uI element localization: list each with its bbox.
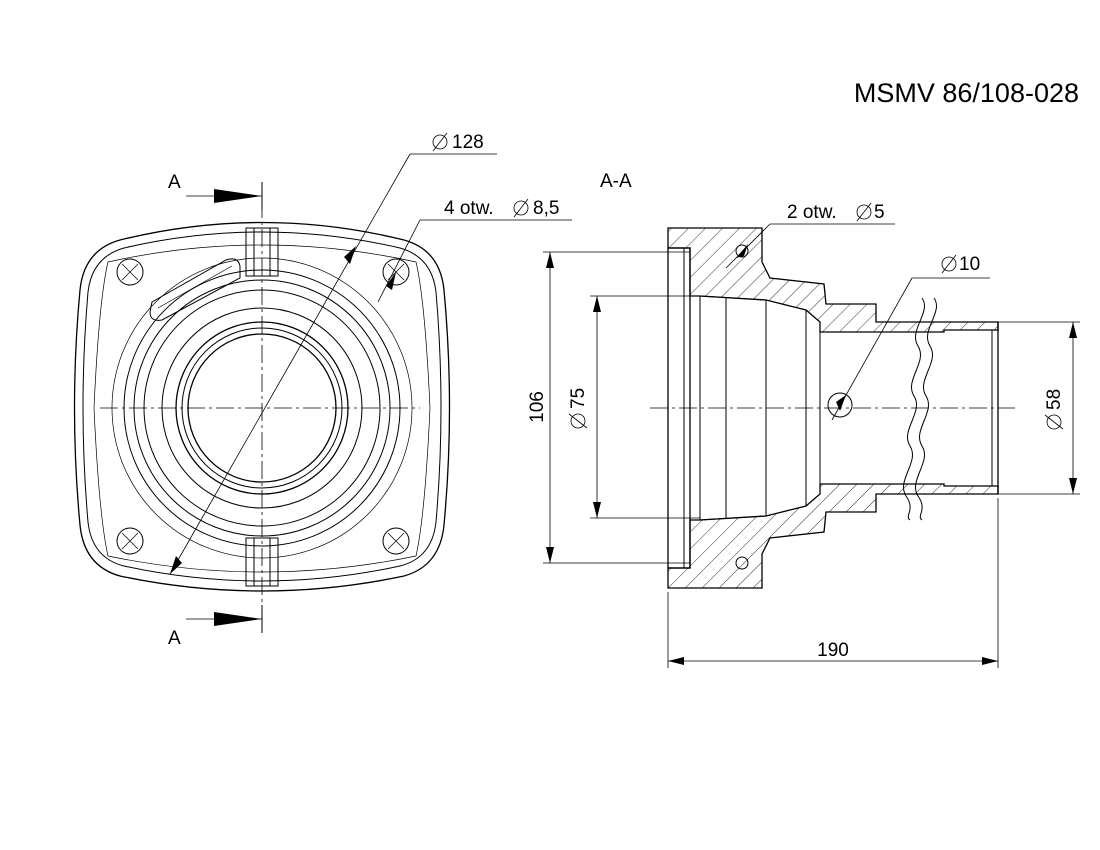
dim-mount-holes-dia: 8,5 [533, 198, 559, 219]
drawing-code: MSMV 86/108-028 [854, 78, 1079, 108]
cut-label-bottom: A [168, 628, 181, 649]
dim-length-value: 190 [817, 640, 849, 661]
section-wall-bottom [667, 483, 999, 589]
dim-bore: 75 [568, 295, 700, 519]
dim-side-hole: 10 [831, 254, 990, 421]
dim-length: 190 [667, 498, 999, 668]
mount-hole-bl [116, 527, 144, 555]
dim-bolt-circle-value: 128 [452, 132, 484, 153]
cut-marker-top: A [168, 172, 263, 210]
dim-small-holes-dia: 5 [874, 202, 885, 223]
section-wall-top [667, 227, 999, 333]
section-view: A-A [527, 171, 1080, 668]
dim-height-value: 106 [527, 391, 548, 423]
side-hole [827, 392, 853, 418]
front-view: A A 128 4 otw. 8,5 [73, 132, 572, 649]
dim-side-hole-value: 10 [959, 254, 980, 275]
mount-hole-tl [116, 258, 144, 286]
small-hole-top [735, 244, 749, 258]
dim-small-holes: 2 otw. 5 [725, 202, 895, 269]
dim-small-holes-label: 2 otw. [787, 202, 837, 223]
dim-mount-holes: 4 otw. 8,5 [377, 198, 572, 303]
section-label: A-A [600, 171, 632, 192]
cut-marker-bottom: A [168, 605, 263, 649]
mount-hole-br [382, 527, 410, 555]
dim-bore-value: 75 [568, 388, 589, 409]
flange-outline [73, 221, 451, 592]
dim-mount-holes-label: 4 otw. [444, 198, 494, 219]
break-line-2 [915, 297, 937, 521]
dim-outlet: 58 [998, 321, 1080, 495]
flange-inner-outline [82, 231, 442, 582]
dim-height: 106 [527, 251, 690, 564]
flange-rim [93, 244, 431, 573]
dim-outlet-value: 58 [1044, 389, 1065, 410]
cut-label-top: A [168, 172, 181, 193]
dim-bolt-circle: 128 [169, 132, 497, 575]
break-line-1 [903, 297, 925, 521]
small-hole-bottom [735, 556, 749, 570]
side-nipple [149, 258, 241, 321]
